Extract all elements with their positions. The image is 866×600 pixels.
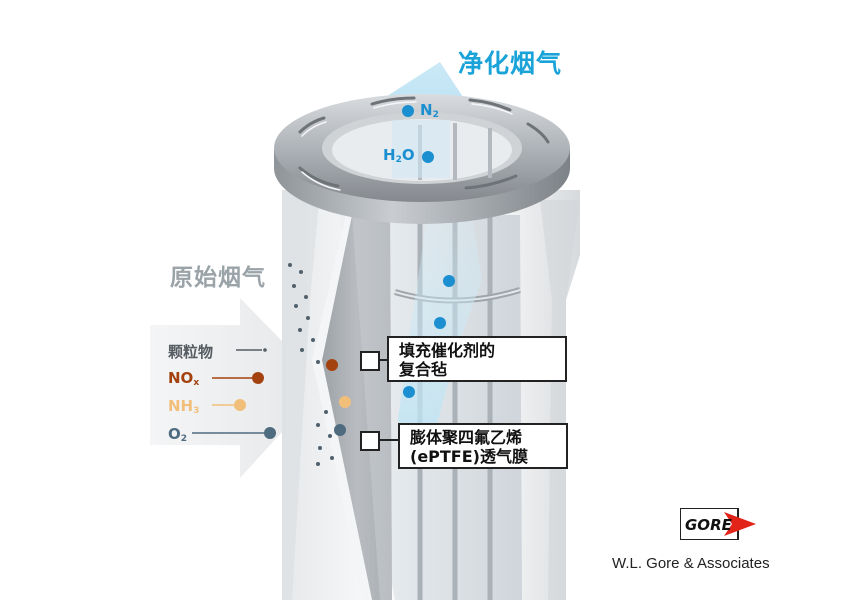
clean-molecule (443, 275, 455, 287)
membrane-callout-line: 膨体聚四氟乙烯 (410, 428, 556, 447)
felt-marker (360, 351, 380, 371)
nh3-label: NH3 (168, 397, 199, 416)
nox-label: NOx (168, 369, 199, 388)
h2o-label: H2O (383, 146, 415, 165)
clean-molecule (403, 386, 415, 398)
particulate-label: 颗粒物 (168, 341, 213, 362)
h2o-molecule (422, 151, 434, 163)
gore-logo: GORE (680, 508, 756, 540)
o2-label: O2 (168, 425, 187, 444)
logo-text: GORE (685, 516, 733, 534)
membrane-callout-line: (ePTFE)透气膜 (410, 447, 556, 466)
clean-gas-title: 净化烟气 (458, 44, 562, 80)
felt-callout: 填充催化剂的 复合毡 (387, 336, 567, 382)
n2-label: N2 (420, 101, 439, 120)
company-name: W.L. Gore & Associates (612, 555, 770, 572)
felt-callout-line: 填充催化剂的 (399, 341, 555, 360)
raw-gas-title: 原始烟气 (170, 258, 266, 292)
nox-molecule (326, 359, 338, 371)
felt-callout-line: 复合毡 (399, 360, 555, 379)
membrane-marker (360, 431, 380, 451)
membrane-callout: 膨体聚四氟乙烯 (ePTFE)透气膜 (398, 423, 568, 469)
clean-molecule (434, 317, 446, 329)
n2-molecule (402, 105, 414, 117)
nh3-molecule (339, 396, 351, 408)
o2-molecule (334, 424, 346, 436)
